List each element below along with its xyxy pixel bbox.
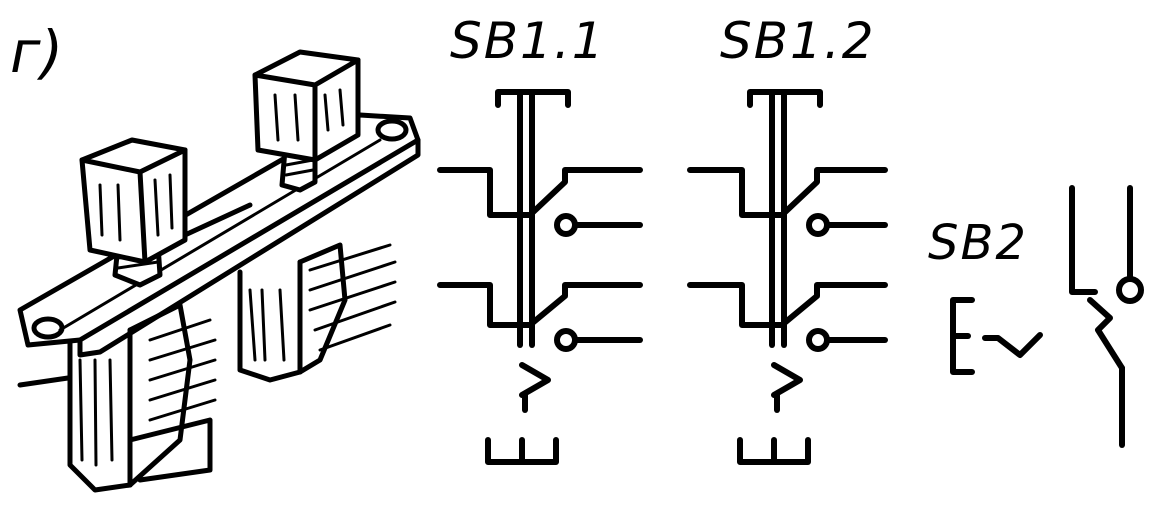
front-button [79, 137, 188, 288]
sb1-2-contact-1-terminal [806, 213, 830, 237]
sb2-schematic [950, 185, 1144, 448]
mounting-bar [17, 112, 421, 358]
sb1-2-latch-mark [771, 362, 803, 398]
sb1-2-contact-2-moving [687, 282, 888, 328]
back-contact-block [237, 242, 348, 383]
sb2-upper-conductor [1069, 185, 1098, 295]
sb1-2-contact-1-moving [687, 167, 888, 218]
contact-springs-hatching [148, 243, 397, 422]
sb1-1-contact-2-moving [437, 282, 643, 328]
rear-button [252, 49, 361, 193]
sb1-2-contact-2-terminal [806, 328, 830, 352]
link-rod [182, 202, 253, 238]
mounting-hole-right [375, 118, 409, 142]
sb1-1-contact-1-terminal [554, 213, 578, 237]
panel-letter-label: г) [10, 18, 64, 86]
sb1-1-latch-mark [519, 362, 551, 398]
sb1-2-schematic [687, 89, 888, 465]
wire-lead-left [17, 375, 71, 388]
sb1-1-schematic [437, 89, 643, 465]
sb1-1-label: SB1.1 [450, 12, 606, 70]
sb1-1-contact-1-moving [437, 167, 643, 218]
pushbutton-assembly-illustration [17, 49, 421, 493]
sb2-moving-contact [1087, 297, 1125, 371]
sb1-2-label: SB1.2 [720, 12, 876, 70]
sb1-1-contact-2-terminal [554, 328, 578, 352]
sb2-actuator-link [982, 332, 1043, 358]
sb2-label: SB2 [928, 215, 1028, 271]
sb2-fixed-contact-terminal [1116, 276, 1144, 304]
